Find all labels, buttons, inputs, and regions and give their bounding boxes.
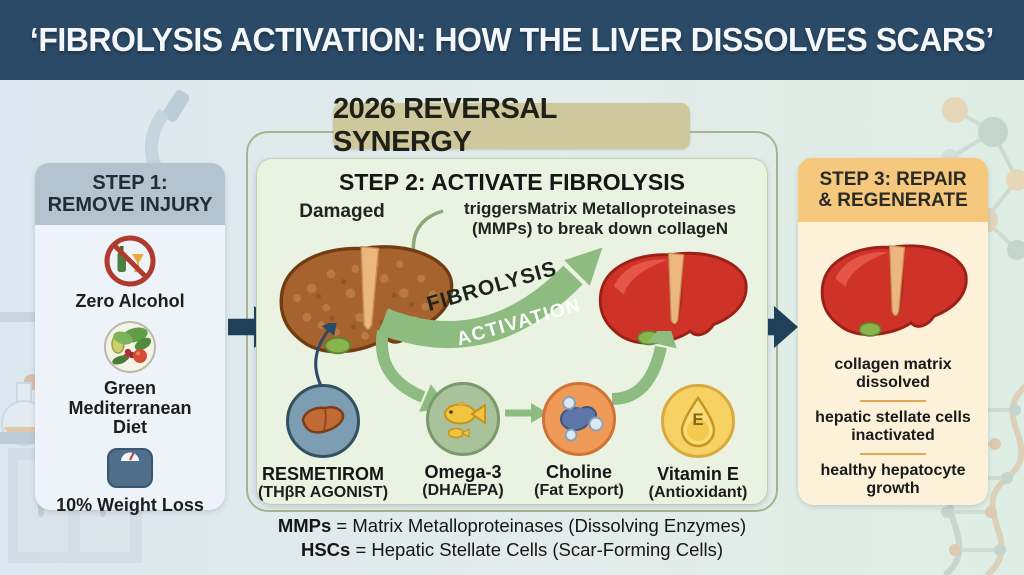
fish-icon <box>444 402 486 439</box>
step1-title-line1: STEP 1: <box>92 171 168 194</box>
fibrolysis-arrow-icon <box>377 247 603 349</box>
hscs-abbr: HSCs <box>300 539 351 561</box>
mmps-abbr: MMPs <box>277 515 332 536</box>
agent-name: RESMETIROM <box>261 464 384 484</box>
step1-panel: STEP 1: REMOVE INJURY Zero Alcohol <box>35 163 225 515</box>
agent-resmetirom: RESMETIROM (THβR AGONIST) <box>243 384 403 502</box>
healthy-liver-icon <box>598 252 748 346</box>
legend-line-hscs: HSCs = Hepatic Stellate Cells (Scar-Form… <box>0 538 1024 562</box>
vitamin-e-letter: E <box>692 410 704 429</box>
step1-title-line2: REMOVE INJURY <box>47 194 213 216</box>
omega3-to-choline-arrow-icon <box>505 403 548 423</box>
agent-detail: (DHA/EPA) <box>422 482 504 499</box>
outcome-item: hepatic stellate cells inactivated <box>815 408 971 445</box>
weight-scale-icon <box>107 447 153 488</box>
step2-title: STEP 2: ACTIVATE FIBROLYSIS <box>339 169 685 195</box>
agent-choline: Choline (Fat Export) <box>499 382 659 500</box>
choline-molecule-icon <box>560 396 604 442</box>
step1-header: STEP 1: REMOVE INJURY <box>35 163 225 225</box>
choline-circle <box>542 382 616 456</box>
outcome-item: collagen matrix dissolved <box>834 356 952 392</box>
outcome-item: healthy hepatocyte growth <box>820 461 966 497</box>
agent-omega3: Omega-3 (DHA/EPA) <box>383 382 543 500</box>
agent-name: Vitamin E <box>657 464 739 484</box>
mediterranean-diet-icon <box>104 321 156 374</box>
divider <box>860 399 926 402</box>
liver-icon <box>301 406 345 434</box>
legend-line-mmps: MMPs = Matrix Metalloproteinases (Dissol… <box>0 514 1024 538</box>
title-banner: ‘FIBROLYSIS ACTIVATION: HOW THE LIVER DI… <box>0 0 1024 80</box>
choline-to-liver-arrow-icon <box>611 331 677 405</box>
step1-item-label: Green Mediterranean Diet <box>68 378 192 438</box>
vitamin-e-droplet-icon <box>680 395 716 448</box>
agent-detail: (THβR AGONIST) <box>257 484 389 501</box>
resmetirom-circle <box>286 384 360 458</box>
agent-name: Choline <box>546 462 612 482</box>
divider <box>860 452 926 455</box>
healthy-liver-icon <box>820 244 968 337</box>
step3-header: STEP 3: REPAIR & REGENERATE <box>798 158 988 222</box>
mmps-definition: = Matrix Metalloproteinases (Dissolving … <box>331 515 747 536</box>
step2-panel: STEP 2: ACTIVATE FIBROLYSIS Damaged trig… <box>256 158 768 505</box>
trigger-text-line1: triggersMatrix Metalloproteinases <box>463 199 737 218</box>
step1-item-label: Zero Alcohol <box>75 291 185 311</box>
step3-panel: STEP 3: REPAIR & REGENERATE collagen mat… <box>798 158 988 505</box>
no-alcohol-icon <box>104 235 156 287</box>
vitamin-e-circle: E <box>661 384 735 458</box>
page-title: ‘FIBROLYSIS ACTIVATION: HOW THE LIVER DI… <box>30 21 994 58</box>
step3-body: collagen matrix dissolved hepatic stella… <box>798 222 988 498</box>
trigger-text-line2: (MMPs) to break down collageN <box>472 219 728 239</box>
synergy-badge: 2026 REVERSAL SYNERGY <box>333 93 690 158</box>
synergy-badge-label: 2026 REVERSAL SYNERGY <box>333 93 557 158</box>
step1-body: Zero Alcohol Green Mediterranean Diet <box>35 225 225 515</box>
agent-vitamin-e: E Vitamin E (Antioxidant) <box>618 384 778 502</box>
agent-detail: (Antioxidant) <box>648 484 748 501</box>
step3-title-line1: STEP 3: REPAIR <box>819 168 967 190</box>
agent-detail: (Fat Export) <box>534 482 624 499</box>
omega3-circle <box>426 382 500 456</box>
trigger-text: triggersMatrix Metalloproteinases (MMPs)… <box>445 199 755 239</box>
step3-title-line2: & REGENERATE <box>818 190 968 211</box>
step1-item-label: 10% Weight Loss <box>56 494 204 515</box>
abbreviation-legend: MMPs = Matrix Metalloproteinases (Dissol… <box>0 514 1024 562</box>
agent-name: Omega-3 <box>424 462 502 482</box>
damaged-label: Damaged <box>299 201 385 222</box>
hscs-definition: = Hepatic Stellate Cells (Scar-Forming C… <box>350 539 724 561</box>
